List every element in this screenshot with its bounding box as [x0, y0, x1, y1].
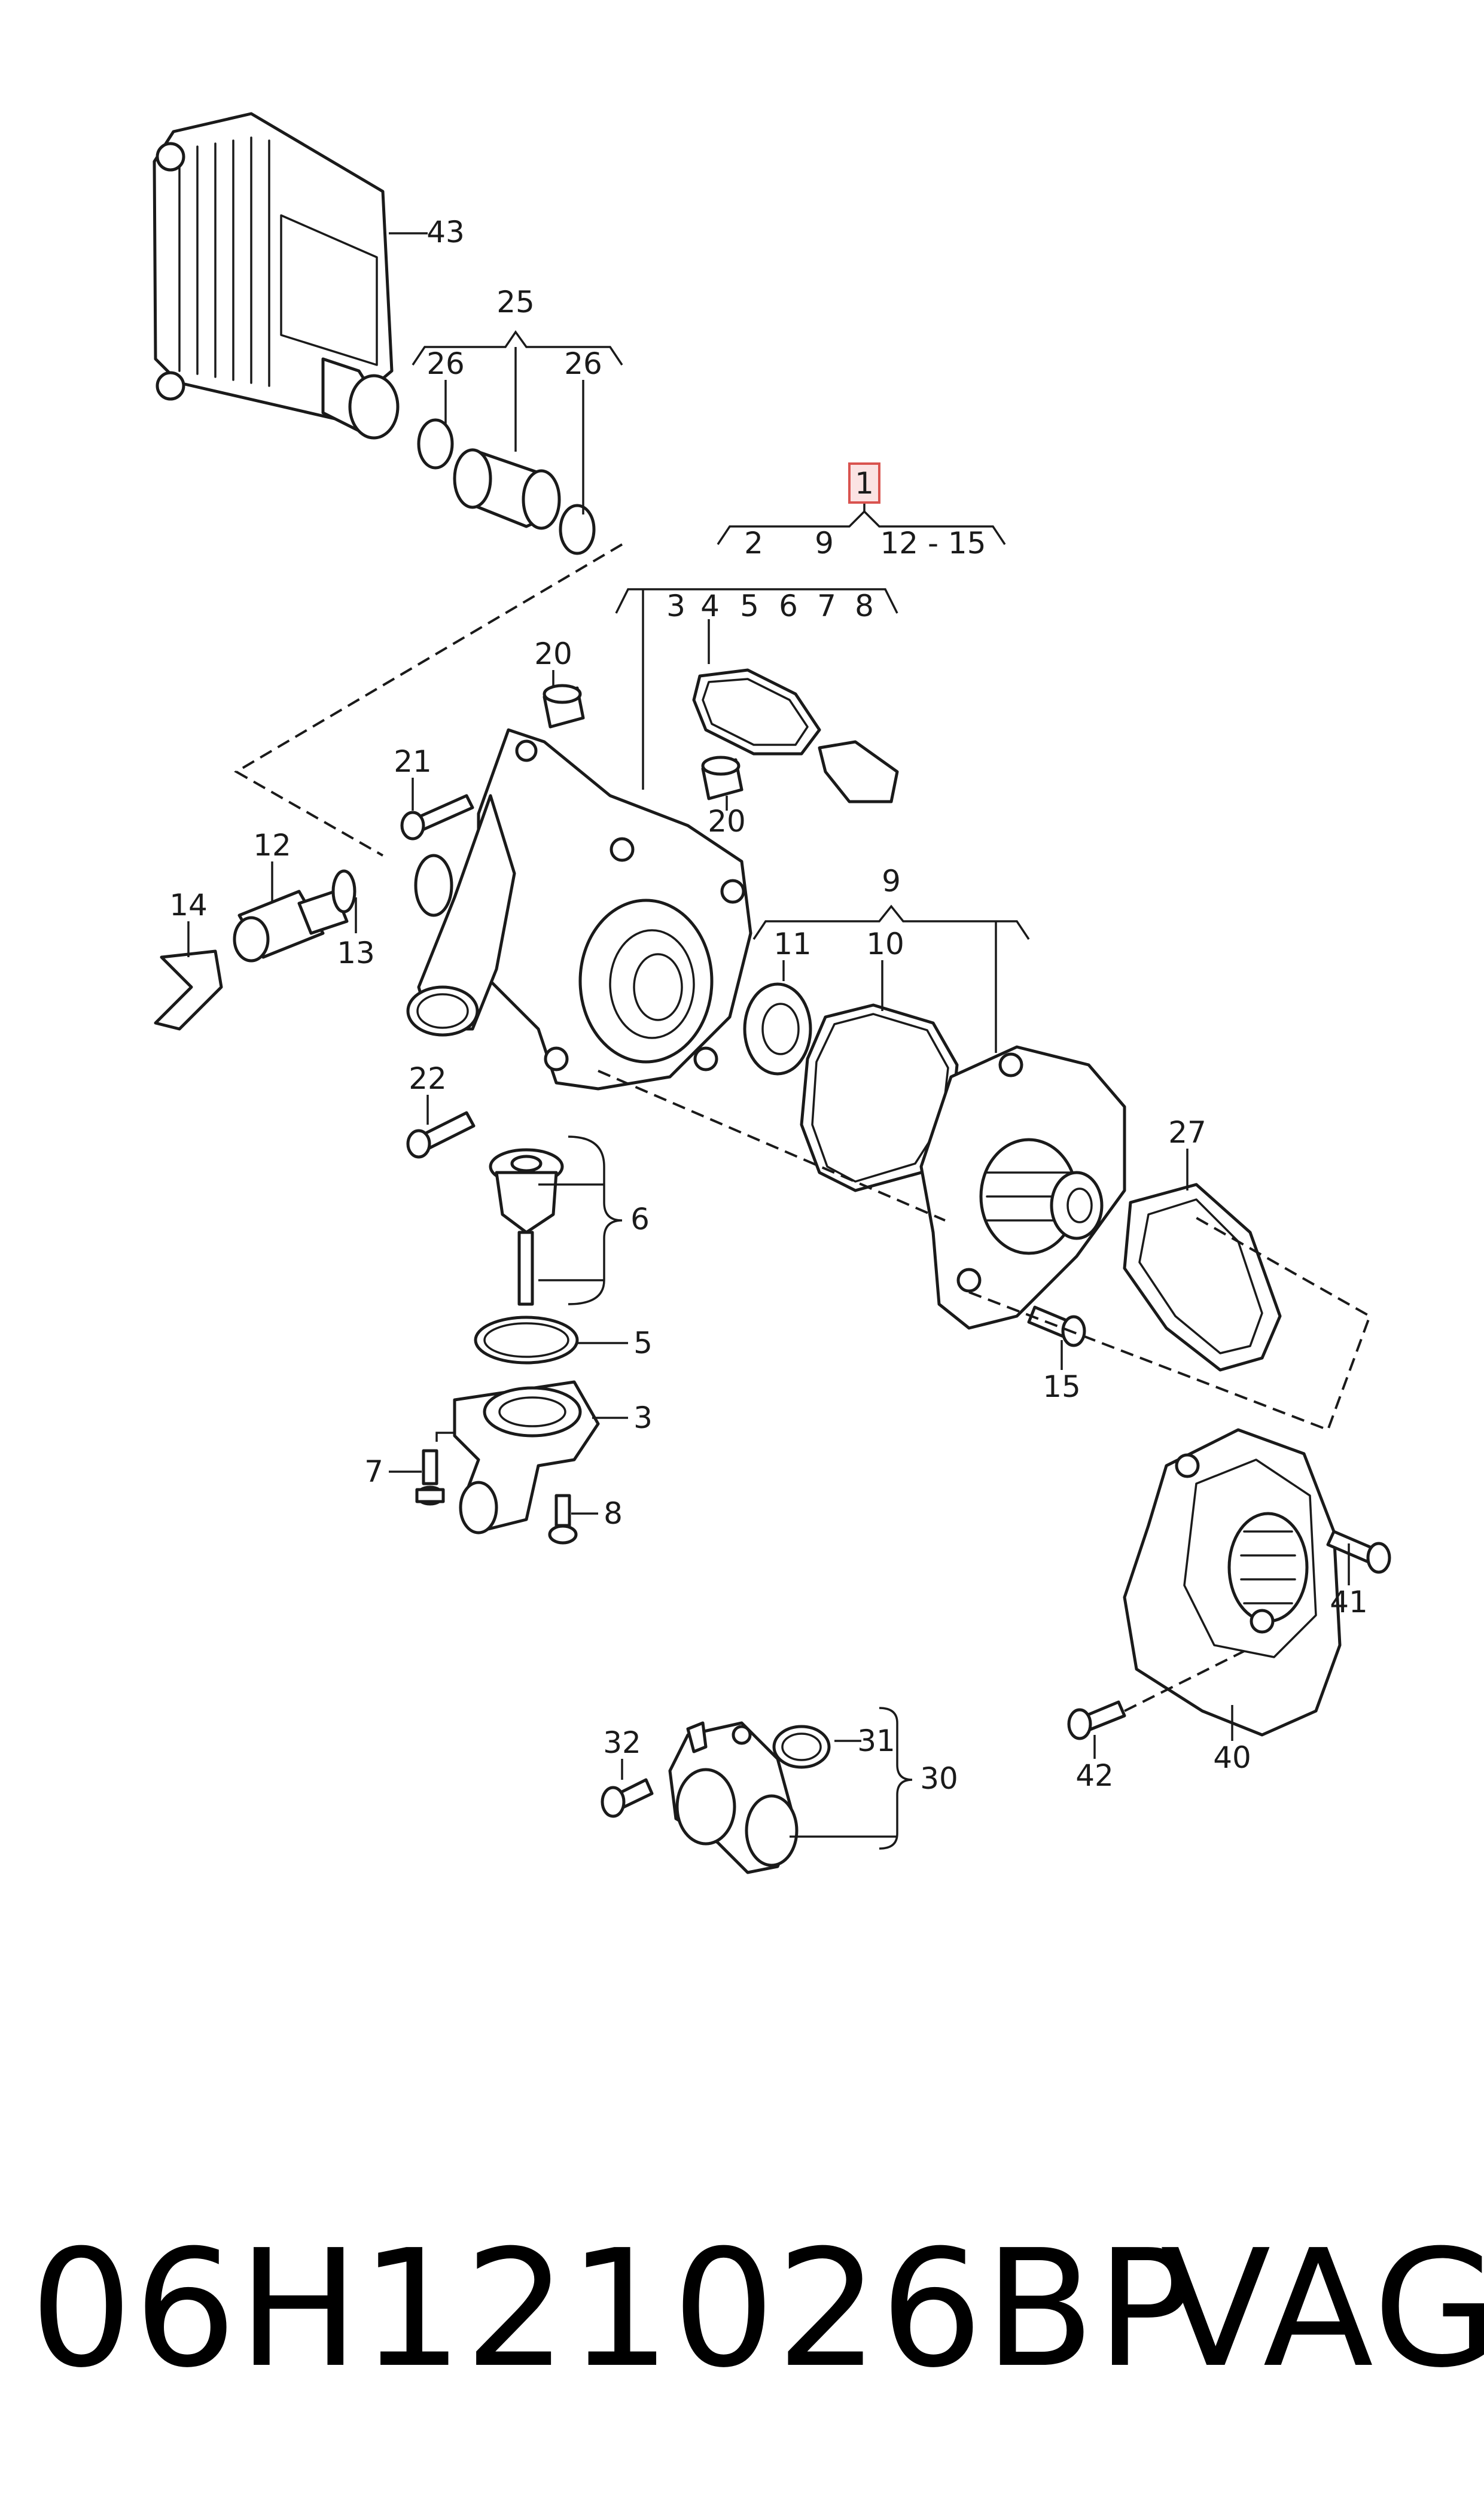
connector-hose-part-25 [417, 418, 596, 555]
sensor-clip-part-14 [154, 949, 223, 1031]
callout-13: 13 [337, 936, 375, 970]
pin-part-20 [543, 684, 743, 800]
callout-6: 6 [630, 1202, 650, 1237]
callout-21: 21 [394, 744, 432, 779]
callout-9-bracket: 9 [882, 864, 901, 899]
callout-10: 10 [866, 927, 904, 961]
belt-cover-part-40 [1123, 1428, 1342, 1737]
callout-42: 42 [1075, 1758, 1114, 1793]
callout-7: 7 [364, 1454, 383, 1489]
gasket-part-10 [800, 1003, 959, 1192]
callout-6-top: 6 [779, 589, 798, 623]
callout-14: 14 [169, 888, 208, 922]
callout-7-top: 7 [817, 589, 836, 623]
callout-40: 40 [1213, 1740, 1251, 1775]
callout-1: 1 [855, 466, 874, 501]
callout-15: 15 [1043, 1369, 1081, 1404]
callout-8: 8 [604, 1496, 623, 1531]
bolt-part-7 [415, 1449, 445, 1506]
oil-cooler-part-43 [153, 112, 400, 440]
temperature-sensor-part-12 [233, 890, 349, 963]
o-ring-part-31 [772, 1725, 831, 1769]
callout-labels: 1 2 9 12 - 15 43 25 26 26 3 4 5 6 7 8 20… [169, 215, 1368, 1796]
callout-26-right: 26 [564, 346, 602, 381]
thermostat-part-6 [489, 1148, 564, 1306]
callout-31: 31 [857, 1724, 895, 1758]
bolt-part-42 [1067, 1700, 1126, 1740]
callout-26-left: 26 [426, 346, 465, 381]
callout-27: 27 [1168, 1115, 1206, 1150]
gasket-part-4 [692, 668, 899, 803]
callout-32: 32 [603, 1725, 641, 1760]
seal-ring-part-13 [331, 869, 356, 914]
callout-8-top: 8 [855, 589, 874, 623]
coolant-flange-part-30 [668, 1721, 799, 1874]
callout-25: 25 [496, 285, 535, 319]
callout-3: 3 [633, 1400, 653, 1435]
thermostat-cover-part-3 [453, 1380, 600, 1534]
toothed-belt-part-27 [1123, 1183, 1282, 1372]
callout-41: 41 [1330, 1585, 1368, 1619]
callout-30: 30 [920, 1761, 958, 1796]
bolt-part-8 [548, 1494, 578, 1545]
bolt-part-21 [400, 794, 474, 841]
o-ring-part-5 [474, 1316, 579, 1365]
callout-12-15: 12 - 15 [880, 526, 986, 561]
callout-5-top: 5 [740, 589, 759, 623]
highlight-box [848, 462, 880, 504]
callout-12: 12 [253, 828, 291, 863]
callout-3-top: 3 [666, 589, 685, 623]
bolt-part-32 [601, 1778, 654, 1818]
thermostat-housing [406, 728, 752, 1091]
shaft-seal-part-11 [743, 982, 812, 1076]
callout-20-right: 20 [708, 804, 746, 839]
callout-2: 2 [744, 526, 763, 561]
bolt-part-22 [406, 1111, 476, 1159]
callout-20-top: 20 [534, 637, 572, 671]
water-pump-part-9 [919, 1045, 1126, 1330]
bolt-part-41 [1326, 1530, 1391, 1574]
callout-5: 5 [633, 1326, 653, 1360]
callout-22: 22 [409, 1061, 447, 1096]
callout-9: 9 [815, 526, 834, 561]
brand-label: VAG [1160, 2215, 1484, 2403]
callout-4: 4 [700, 589, 720, 623]
callout-43: 43 [426, 215, 465, 249]
callout-11: 11 [773, 927, 812, 961]
part-number: 06H121026BP [30, 2215, 1195, 2403]
leader-lines [187, 232, 1350, 1850]
